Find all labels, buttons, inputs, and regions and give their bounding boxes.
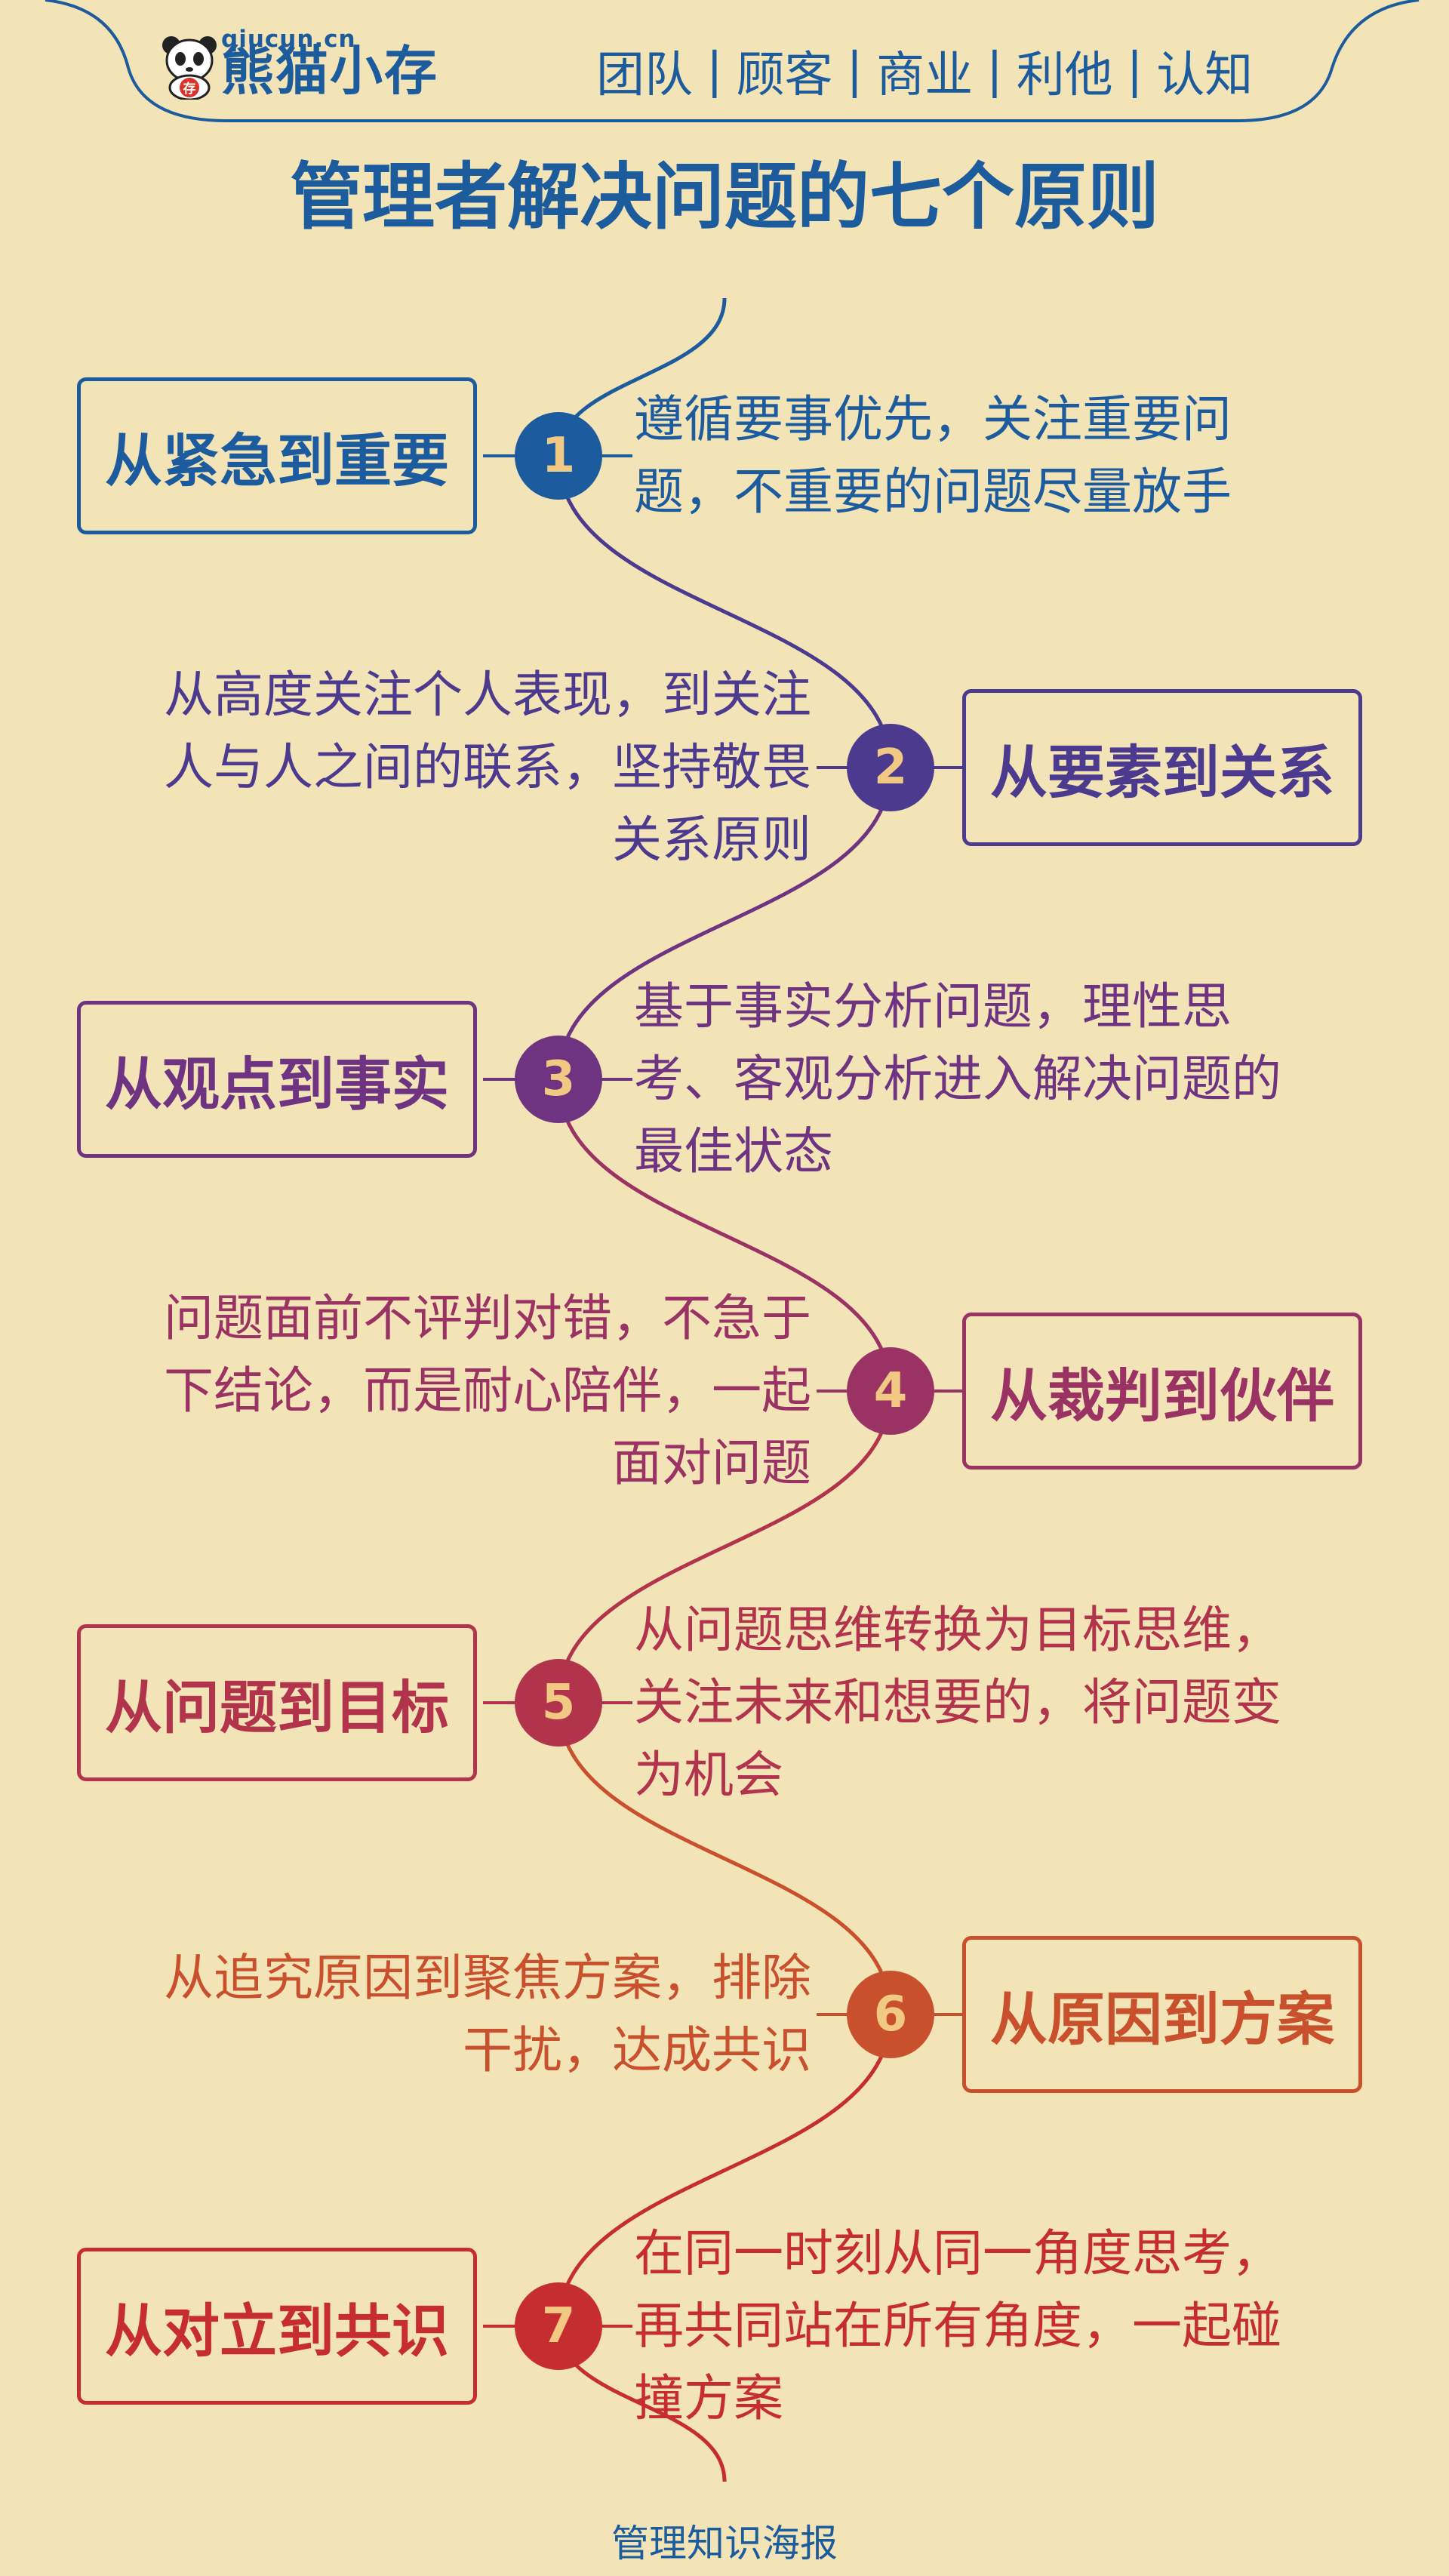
connector-segment [556, 767, 893, 1080]
principle-number: 1 [515, 412, 602, 500]
footer-caption: 管理知识海报 [611, 2522, 838, 2565]
description-line: 从高度关注个人表现，到关注 [164, 666, 811, 724]
principle-box: 从原因到方案 [962, 1936, 1362, 2093]
connector-segment [556, 2014, 893, 2327]
nav-item[interactable]: 团队 [596, 48, 693, 103]
description-line: 面对问题 [612, 1434, 811, 1492]
principle-box: 从裁判到伙伴 [962, 1313, 1362, 1470]
description-line: 在同一时刻从同一角度思考， [634, 2224, 1281, 2282]
description-line: 问题面前不评判对错，不急于 [164, 1289, 811, 1347]
principle-description: 在同一时刻从同一角度思考， 再共同站在所有角度，一起碰撞方案 [634, 2217, 1358, 2435]
description-line: 题，不重要的问题尽量放手 [634, 463, 1232, 521]
principle-number: 2 [847, 724, 934, 811]
nav-separator: | [986, 43, 1003, 99]
description-line: 为机会 [634, 1746, 783, 1804]
logo-text: 熊猫小存 [221, 40, 438, 102]
logo-url: qiucun.cn [221, 26, 356, 53]
panda-logo-icon: 存 [161, 35, 218, 101]
description-line: 最佳状态 [634, 1122, 833, 1180]
principle-number: 5 [515, 1659, 602, 1747]
top-nav: 团队|顾客|商业|利他|认知 [596, 33, 1253, 109]
nav-item[interactable]: 利他 [1016, 48, 1113, 103]
connector-segment [556, 455, 893, 768]
nav-separator: | [1126, 43, 1143, 99]
nav-item[interactable]: 认知 [1156, 48, 1254, 103]
nav-separator: | [846, 43, 863, 99]
description-line: 基于事实分析问题，理性思 [634, 977, 1232, 1036]
principle-description: 遵循要事优先，关注重要问题，不重要的问题尽量放手 [634, 383, 1358, 528]
page-title: 管理者解决问题的七个原则 [290, 155, 1159, 239]
principle-number: 4 [847, 1347, 934, 1435]
nav-item[interactable]: 商业 [876, 48, 974, 103]
description-line: 撞方案 [634, 2369, 783, 2427]
principle-box: 从对立到共识 [77, 2248, 477, 2405]
description-line: 再共同站在所有角度，一起碰 [634, 2297, 1281, 2355]
principle-number: 7 [515, 2282, 602, 2370]
principle-description: 从问题思维转换为目标思维， 关注未来和想要的，将问题变为机会 [634, 1594, 1358, 1811]
connector-segment [556, 1079, 893, 1392]
principle-box: 从观点到事实 [77, 1001, 477, 1158]
principle-box: 从要素到关系 [962, 689, 1362, 846]
description-line: 下结论，而是耐心陪伴，一起 [164, 1362, 811, 1420]
description-line: 考、客观分析进入解决问题的 [634, 1050, 1281, 1108]
connector-segment [556, 1702, 893, 2015]
description-line: 关注未来和想要的，将问题变 [634, 1673, 1281, 1731]
nav-separator: | [706, 43, 723, 99]
principle-description: 从追究原因到聚焦方案，排除干扰，达成共识 [102, 1942, 811, 2087]
principle-number: 3 [515, 1036, 602, 1123]
principle-box: 从问题到目标 [77, 1624, 477, 1781]
description-line: 关系原则 [612, 811, 811, 869]
principle-description: 基于事实分析问题，理性思考、客观分析进入解决问题的最佳状态 [634, 971, 1358, 1188]
nav-item[interactable]: 顾客 [736, 48, 833, 103]
description-line: 人与人之间的联系，坚持敬畏 [164, 738, 811, 796]
connector-segment [556, 1390, 893, 1703]
description-line: 干扰，达成共识 [463, 2021, 811, 2079]
description-line: 遵循要事优先，关注重要问 [634, 390, 1232, 448]
principle-description: 问题面前不评判对错，不急于下结论，而是耐心陪伴，一起面对问题 [102, 1282, 811, 1500]
description-line: 从追究原因到聚焦方案，排除 [164, 1949, 811, 2007]
principle-box: 从紧急到重要 [77, 377, 477, 534]
principle-number: 6 [847, 1971, 934, 2058]
description-line: 从问题思维转换为目标思维， [634, 1601, 1281, 1659]
logo-badge: 存 [183, 81, 196, 97]
principle-description: 从高度关注个人表现，到关注人与人之间的联系，坚持敬畏关系原则 [102, 659, 811, 876]
